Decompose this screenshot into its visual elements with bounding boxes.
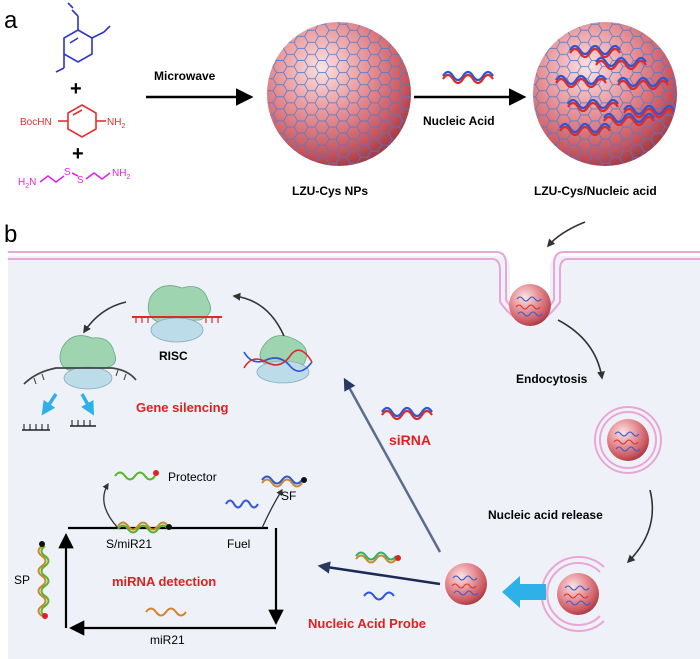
endocytosis-arrow xyxy=(557,319,605,380)
np-label: LZU-Cys NPs xyxy=(292,184,368,198)
sp-duplex xyxy=(37,541,50,619)
boc-phenylenediamine-molecule: BocHN NH2 xyxy=(20,104,125,138)
s-mir21-duplex xyxy=(117,521,172,534)
release-arrow xyxy=(626,489,654,564)
microwave-label: Microwave xyxy=(154,69,216,83)
probe-strands-icon xyxy=(355,551,401,601)
loaded-np-label: LZU-Cys/Nucleic acid xyxy=(534,184,657,198)
risc-cleavage-complex xyxy=(22,335,137,431)
protector-label: Protector xyxy=(168,470,217,484)
risc-label: RISC xyxy=(159,349,188,363)
endosome xyxy=(594,406,662,474)
probe-path-arrow xyxy=(317,561,441,586)
sirna-label: siRNA xyxy=(389,432,431,448)
panel-b-letter: b xyxy=(4,221,17,248)
h2n-label: H2N xyxy=(18,177,36,190)
sp-label: SP xyxy=(14,573,30,587)
nucleic-acid-duplex-icon xyxy=(441,70,495,85)
sf-label: SF xyxy=(281,489,296,503)
mir21-strand xyxy=(145,607,187,617)
endocytosis-label: Endocytosis xyxy=(516,372,588,386)
risc-cycle-arrow-top xyxy=(232,292,285,337)
risc-complex-right xyxy=(243,335,313,384)
cell-interior xyxy=(8,256,700,659)
nucleic-acid-label: Nucleic Acid xyxy=(423,114,495,128)
risc-complex-top xyxy=(132,285,222,343)
fuel-label: Fuel xyxy=(227,537,250,551)
lzu-cys-np-sphere xyxy=(267,22,411,166)
plus-sign-2: + xyxy=(72,143,84,165)
protector-release-arrow xyxy=(102,482,119,529)
panel-a-letter: a xyxy=(4,7,18,34)
s-mir21-label: S/miR21 xyxy=(106,537,152,551)
probe-label: Nucleic Acid Probe xyxy=(308,616,426,631)
plus-sign-1: + xyxy=(70,78,82,100)
released-np xyxy=(444,562,488,606)
sf-duplex xyxy=(261,475,307,488)
nh2-label: NH2 xyxy=(107,117,125,130)
lzu-cys-nucleic-sphere xyxy=(533,22,677,166)
gene-silencing-label: Gene silencing xyxy=(136,400,229,415)
risc-cycle-arrow-left xyxy=(83,301,127,334)
cystamine-molecule: H2N S S NH2 xyxy=(18,167,130,190)
bochn-label: BocHN xyxy=(20,117,52,128)
endocytosed-np xyxy=(508,283,552,327)
mirna-detection-label: miRNA detection xyxy=(112,574,216,589)
s-atom-2: S xyxy=(77,175,84,186)
entry-arrow xyxy=(546,221,586,248)
s-atom-1: S xyxy=(64,167,71,178)
fuel-strand xyxy=(225,499,259,509)
release-block-arrow xyxy=(502,576,546,608)
protector-strand xyxy=(114,471,156,481)
trialdehyde-molecule xyxy=(55,2,111,73)
sf-release-arrow xyxy=(261,488,283,529)
release-label: Nucleic acid release xyxy=(488,508,603,522)
nh2-label-2: NH2 xyxy=(112,168,130,181)
sirna-path-arrow xyxy=(343,377,442,553)
mir21-label: miR21 xyxy=(150,633,185,647)
